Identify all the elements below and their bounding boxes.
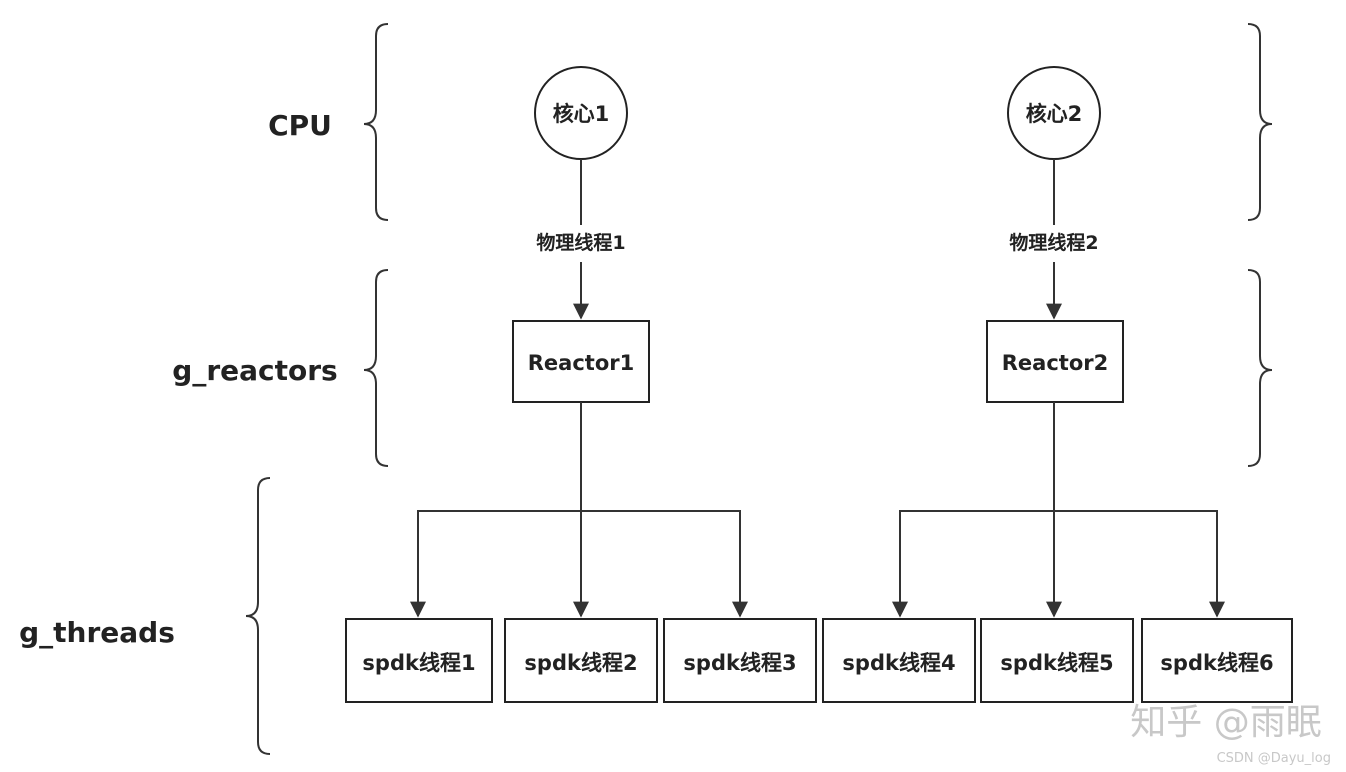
- thread-label-3: spdk线程3: [683, 651, 796, 675]
- brace-cpu-left: [363, 23, 389, 221]
- reactor-label-2: Reactor2: [1002, 351, 1108, 375]
- bus-reactor2: [899, 510, 1218, 616]
- thread-box-3: [663, 618, 817, 703]
- watermark-csdn: CSDN @Dayu_log: [1217, 751, 1331, 766]
- physical-thread-label-2: 物理线程2: [1009, 231, 1098, 254]
- core-label-1: 核心1: [553, 102, 610, 126]
- thread-box-5: [980, 618, 1134, 703]
- layer-label-cpu: CPU: [268, 109, 332, 142]
- thread-label-1: spdk线程1: [362, 651, 475, 675]
- brace-cpu-right: [1247, 23, 1273, 221]
- reactor-box-1: [512, 320, 650, 403]
- thread-box-6: [1141, 618, 1293, 703]
- thread-box-1: [345, 618, 493, 703]
- core-label-2: 核心2: [1026, 102, 1083, 126]
- watermark-zhihu: 知乎 @雨眠: [1130, 702, 1321, 743]
- thread-label-2: spdk线程2: [524, 651, 637, 675]
- bus-reactor1: [417, 510, 741, 616]
- physical-thread-label-1: 物理线程1: [536, 231, 625, 254]
- brace-reactors-left: [363, 269, 389, 467]
- thread-box-4: [822, 618, 976, 703]
- thread-label-5: spdk线程5: [1000, 651, 1113, 675]
- thread-label-4: spdk线程4: [842, 651, 955, 675]
- brace-reactors-right: [1247, 269, 1273, 467]
- thread-box-2: [504, 618, 658, 703]
- reactor-label-1: Reactor1: [528, 351, 634, 375]
- thread-label-6: spdk线程6: [1160, 651, 1273, 675]
- brace-threads-left: [245, 477, 271, 755]
- reactor-box-2: [986, 320, 1124, 403]
- layer-label-threads: g_threads: [19, 616, 175, 649]
- layer-label-reactors: g_reactors: [172, 354, 337, 387]
